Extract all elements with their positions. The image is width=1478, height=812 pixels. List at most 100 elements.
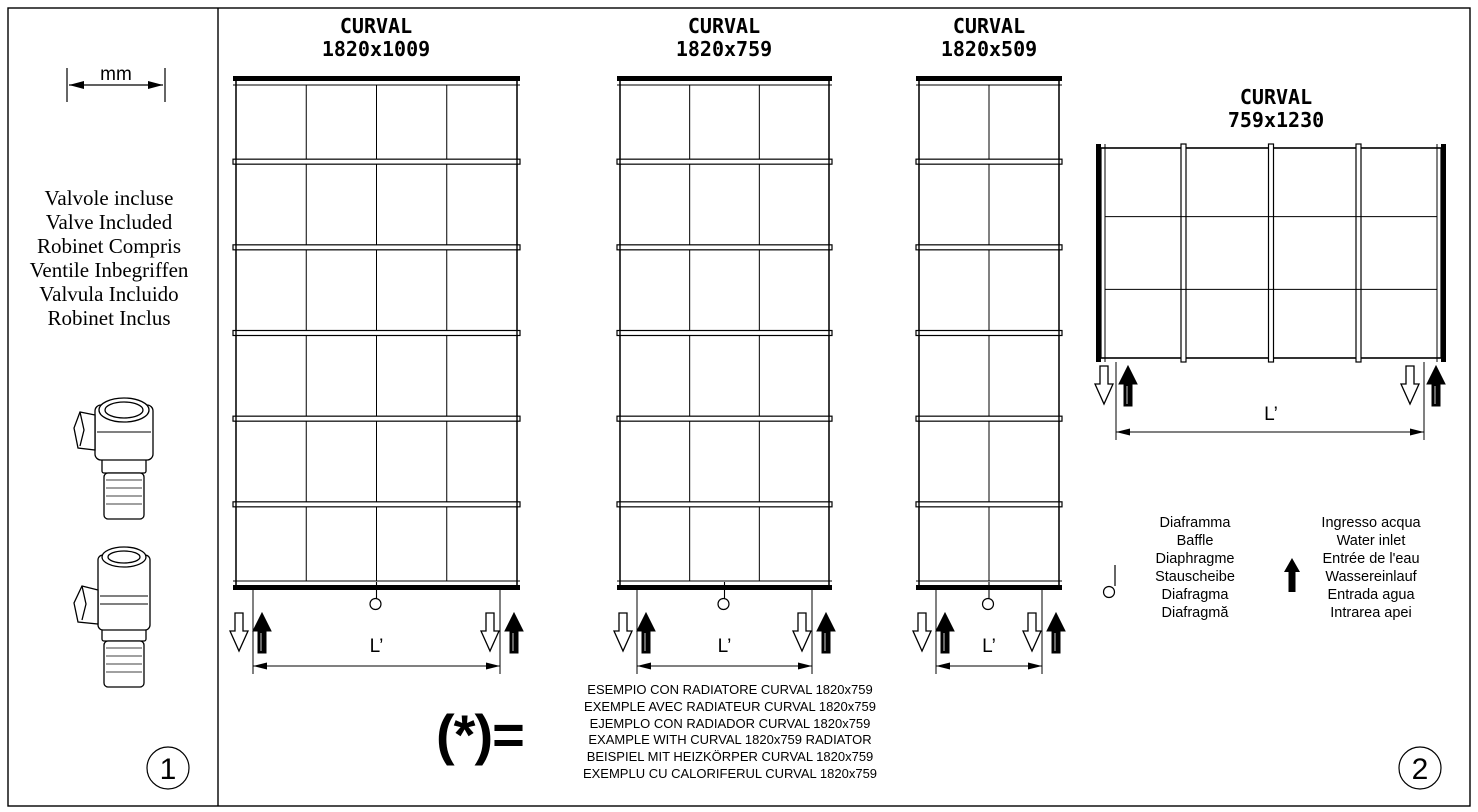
dimension-label: L’ xyxy=(718,636,732,657)
water-outlet-arrow-icon xyxy=(1022,612,1042,652)
radiator-collector xyxy=(1441,144,1446,362)
legend-line: Water inlet xyxy=(1336,533,1406,549)
example-line: EXEMPLE AVEC RADIATEUR CURVAL 1820x759 xyxy=(584,698,876,714)
legend-line: Entrada agua xyxy=(1327,587,1415,603)
radiator-rail xyxy=(915,501,1063,508)
dimension-line xyxy=(637,662,812,670)
valve-icon xyxy=(73,397,154,520)
radiator-title-3: CURVAL 1820x509 xyxy=(941,14,1037,61)
valve-text-line: Valvula Incluido xyxy=(39,282,179,306)
svg-text:CURVAL: CURVAL xyxy=(953,14,1025,38)
svg-text:CURVAL: CURVAL xyxy=(1240,85,1312,109)
radiator-rail xyxy=(616,244,833,251)
example-line: BEISPIEL MIT HEIZKÖRPER CURVAL 1820x759 xyxy=(586,749,874,765)
legend-line: Diaphragme xyxy=(1155,551,1235,567)
radiator-collector xyxy=(1096,144,1101,362)
panel-number-2: 2 xyxy=(1398,746,1442,790)
radiator-collector xyxy=(617,76,832,81)
baffle-icon xyxy=(1102,565,1116,599)
water-inlet-arrow-icon xyxy=(1118,365,1138,407)
radiator-rail xyxy=(915,415,1063,422)
radiator-rail xyxy=(232,415,521,422)
svg-text:2: 2 xyxy=(1412,753,1429,786)
water-inlet-arrow-icon xyxy=(252,612,272,654)
radiator: L’ xyxy=(912,76,1066,674)
legend-line: Diaframma xyxy=(1159,515,1231,531)
svg-text:759x1230: 759x1230 xyxy=(1228,108,1324,132)
water-outlet-arrow-icon xyxy=(912,612,932,652)
water-outlet-arrow-icon xyxy=(480,612,500,652)
legend-line: Entrée de l'eau xyxy=(1322,551,1420,567)
radiator-rail xyxy=(915,244,1063,251)
radiator-collector xyxy=(233,76,520,81)
example-line: EXEMPLU CU CALORIFERUL CURVAL 1820x759 xyxy=(582,765,878,781)
water-inlet-arrow-icon xyxy=(935,612,955,654)
radiator-rail xyxy=(1267,143,1275,363)
outer-frame xyxy=(7,7,1471,807)
legend-baffle: Diaframma Baffle Diaphragme Stauscheibe … xyxy=(1130,514,1260,622)
dimension-line xyxy=(253,662,500,670)
water-outlet-arrow-icon xyxy=(613,612,633,652)
svg-text:1: 1 xyxy=(160,753,177,786)
legend-line: Ingresso acqua xyxy=(1321,515,1421,531)
water-inlet-arrow-icon xyxy=(636,612,656,654)
baffle-icon xyxy=(717,597,730,611)
valve-icon xyxy=(73,546,151,688)
valve-text-line: Valvole incluse xyxy=(44,186,174,210)
radiator: L’ xyxy=(1094,143,1446,440)
example-line: EXAMPLE WITH CURVAL 1820x759 RADIATOR xyxy=(588,732,872,748)
radiator-title-2: CURVAL 1820x759 xyxy=(676,14,772,61)
legend-line: Stauscheibe xyxy=(1155,569,1235,585)
radiator: L’ xyxy=(229,76,524,674)
radiator-rail xyxy=(1355,143,1362,363)
dimension-line xyxy=(1116,428,1424,436)
valve-included-text: Valvole incluse Valve Included Robinet C… xyxy=(0,186,218,330)
legend-water-inlet: Ingresso acqua Water inlet Entrée de l'e… xyxy=(1300,514,1442,622)
dimension-line xyxy=(936,662,1042,670)
water-inlet-icon xyxy=(1284,558,1300,592)
water-outlet-arrow-icon xyxy=(792,612,812,652)
radiator-rail xyxy=(232,329,521,337)
water-outlet-arrow-icon xyxy=(1400,365,1420,405)
svg-text:1820x509: 1820x509 xyxy=(941,37,1037,61)
water-outlet-arrow-icon xyxy=(229,612,249,652)
dimension-label: L’ xyxy=(982,636,996,657)
example-line: ESEMPIO CON RADIATORE CURVAL 1820x759 xyxy=(587,682,873,697)
water-inlet-arrow-icon xyxy=(816,612,836,654)
radiator-rail xyxy=(232,158,521,165)
radiator: L’ xyxy=(613,76,836,674)
water-inlet-arrow-icon xyxy=(504,612,524,654)
legend-line: Diafragmă xyxy=(1161,605,1229,621)
radiator-collector xyxy=(916,76,1062,81)
water-outlet-arrow-icon xyxy=(1094,365,1114,405)
radiator-rail xyxy=(232,244,521,251)
legend-line: Intrarea apei xyxy=(1330,605,1412,621)
legend-line: Baffle xyxy=(1176,533,1214,549)
radiator-rail xyxy=(616,158,833,165)
dimension-label: L’ xyxy=(1264,404,1278,425)
baffle-icon xyxy=(981,597,995,611)
valve-text-line: Robinet Inclus xyxy=(47,306,171,330)
legend-line: Wassereinlauf xyxy=(1325,569,1417,585)
svg-text:CURVAL: CURVAL xyxy=(688,14,760,38)
radiators-layer: L’ L’ L’ L’ xyxy=(229,76,1446,674)
mm-dimension-icon: mm xyxy=(66,64,166,102)
svg-text:1820x1009: 1820x1009 xyxy=(322,37,430,61)
valve-text-line: Valve Included xyxy=(45,210,173,234)
valve-text-line: Ventile Inbegriffen xyxy=(29,258,189,282)
radiator-rail xyxy=(915,329,1063,337)
radiator-rail xyxy=(616,501,833,508)
svg-text:CURVAL: CURVAL xyxy=(340,14,412,38)
water-inlet-arrow-icon xyxy=(1046,612,1066,654)
radiator-rail xyxy=(616,329,833,337)
svg-text:1820x759: 1820x759 xyxy=(676,37,772,61)
radiator-rail xyxy=(232,501,521,508)
dimension-label: L’ xyxy=(370,636,384,657)
radiator-title-1: CURVAL 1820x1009 xyxy=(322,14,430,61)
legend-line: Diafragma xyxy=(1161,587,1229,603)
radiator-rail xyxy=(1180,143,1187,363)
water-inlet-arrow-icon xyxy=(1426,365,1446,407)
radiator-rail xyxy=(915,158,1063,165)
panel-number-1: 1 xyxy=(146,746,190,790)
radiator-rail xyxy=(616,415,833,422)
